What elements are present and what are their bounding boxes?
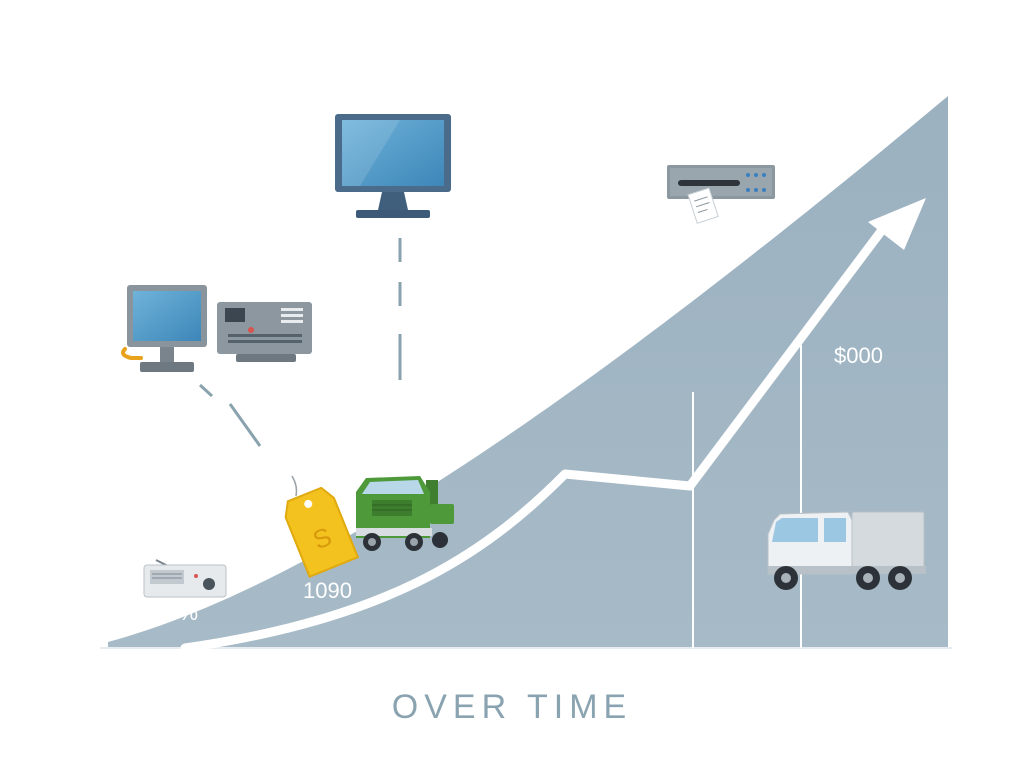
price-tag-icon: S [284,486,360,578]
top-value-label: $000 [834,343,883,368]
price-tag-string [291,475,298,497]
dashed-connectors [198,238,402,447]
green-truck-icon [356,476,454,551]
pct-label: 20% [154,600,198,625]
growth-area [108,96,948,648]
monitor-icon [335,114,451,218]
radio-icon [143,559,227,598]
server-unit-icon [667,165,775,224]
box-truck-icon [767,511,926,590]
mid-value-label: 1090 [303,578,352,603]
desktop-computer-icon [121,285,207,372]
growth-arrow-line [180,221,890,653]
caption: OVER TIME [391,688,633,726]
growth-arrow-head [868,198,926,250]
control-panel-icon [217,302,312,362]
